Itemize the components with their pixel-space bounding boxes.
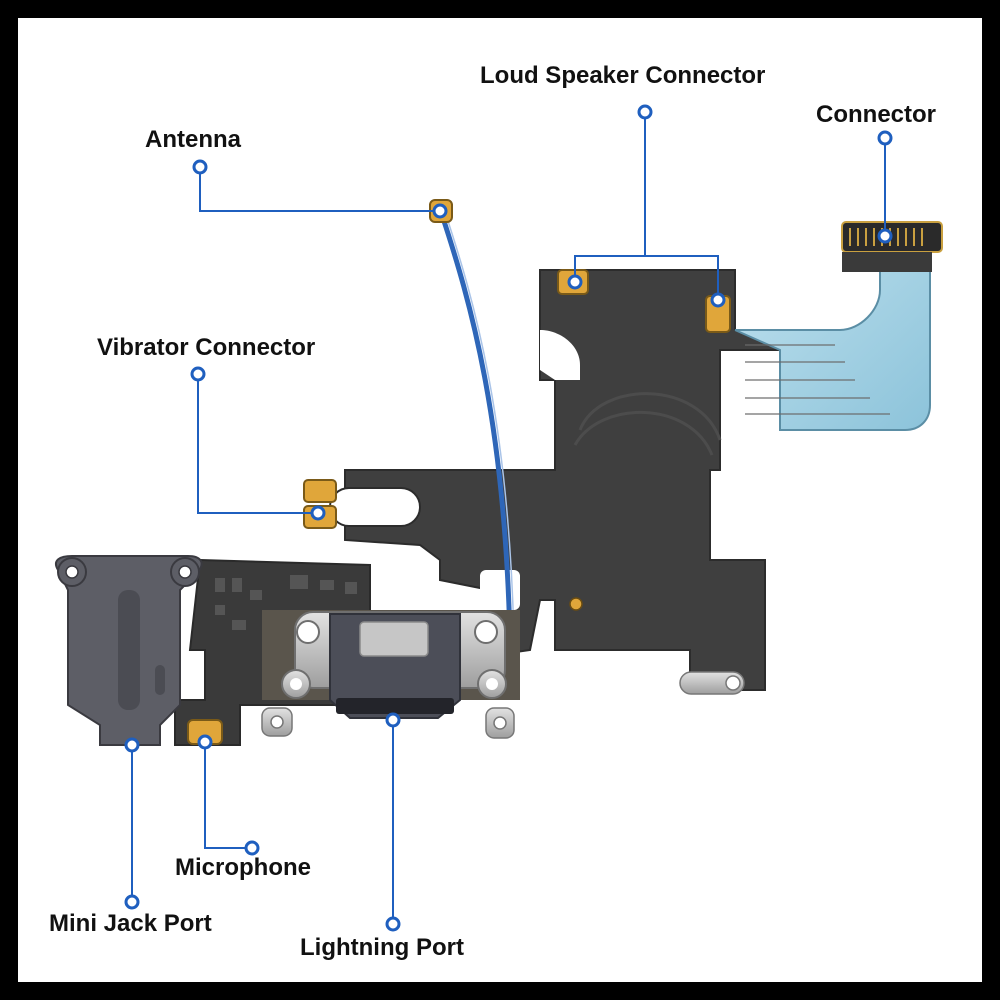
mini-jack-housing <box>54 555 203 746</box>
leader-dot <box>190 366 206 382</box>
leader-dot <box>877 228 893 244</box>
label-antenna: Antenna <box>145 126 241 153</box>
leader-dot <box>385 916 401 932</box>
board-cutout <box>480 570 520 610</box>
leader-dot <box>124 894 140 910</box>
label-microphone: Microphone <box>175 854 311 881</box>
leader-dot <box>877 130 893 146</box>
leader-microphone <box>204 742 252 849</box>
leader-dot <box>432 203 448 219</box>
antenna-cable <box>439 214 513 641</box>
leader-dot <box>197 734 213 750</box>
label-lightning-port: Lightning Port <box>300 934 464 961</box>
screw-lug-left <box>261 707 293 737</box>
leader-dot <box>710 292 726 308</box>
leader-dot <box>567 274 583 290</box>
vibrator-pad-top <box>303 479 337 503</box>
vibrator-ring-hole <box>329 487 421 527</box>
lightning-port-assembly <box>261 610 520 739</box>
leader-loud-speaker <box>574 112 646 282</box>
leader-dot <box>124 737 140 753</box>
label-connector: Connector <box>816 101 936 128</box>
leader-dot <box>192 159 208 175</box>
leader-loud-speaker-branch <box>645 255 719 300</box>
label-vibrator-connector: Vibrator Connector <box>97 334 316 361</box>
leader-dot <box>310 505 326 521</box>
leader-vibrator <box>197 374 318 514</box>
label-loud-speaker-connector: Loud Speaker Connector <box>480 62 766 89</box>
leader-dot <box>244 840 260 856</box>
screw-lug-center <box>485 707 515 739</box>
label-mini-jack-port: Mini Jack Port <box>49 910 212 937</box>
leader-dot <box>385 712 401 728</box>
leader-dot <box>637 104 653 120</box>
board-cutout <box>540 330 580 380</box>
screw-lug-right <box>679 671 745 695</box>
diagram-canvas: Loud Speaker Connector Connector Antenna… <box>18 18 982 982</box>
ribbon-cable <box>734 244 931 431</box>
leader-antenna <box>199 167 440 212</box>
component-diagram <box>54 104 943 932</box>
